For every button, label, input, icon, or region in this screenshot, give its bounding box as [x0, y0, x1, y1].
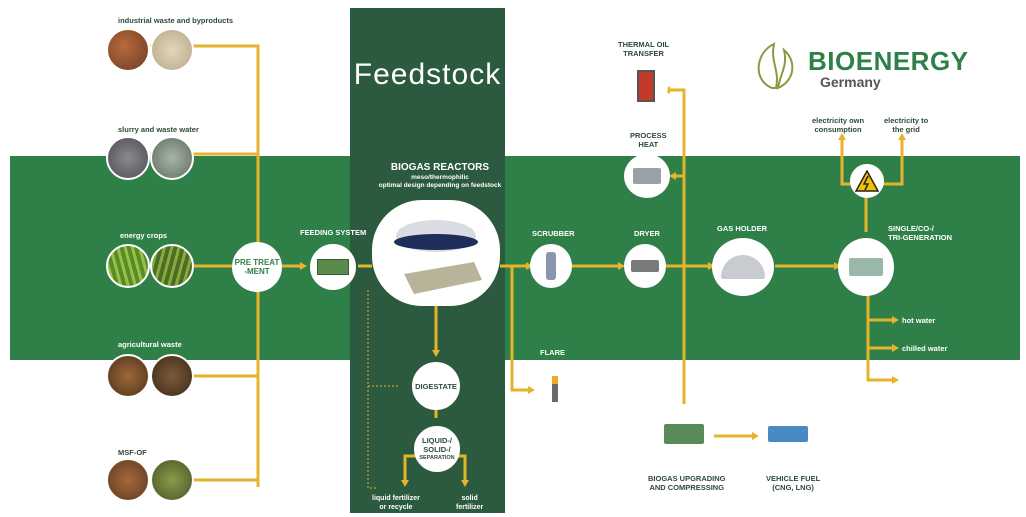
upgrading-node	[654, 404, 714, 464]
byproducts-image	[150, 28, 194, 72]
feeding-system-node	[310, 244, 356, 290]
chp-icon	[849, 258, 883, 276]
separation-node: LIQUID-/ SOLID-/ SEPARATION	[414, 426, 460, 472]
compressor-icon	[664, 424, 704, 444]
msf-image	[106, 458, 150, 502]
feedstock-label-slurry: slurry and waste water	[118, 125, 199, 134]
chilled-water-label: chilled water	[902, 344, 948, 353]
feedstock-label-industrial: industrial waste and byproducts	[118, 16, 234, 25]
reactors-subtitle-1: meso/thermophilic	[411, 174, 469, 181]
flare-icon	[552, 376, 558, 402]
solid-fertilizer-label: solid fertilizer	[456, 495, 484, 511]
fuel-station-icon	[768, 426, 808, 442]
electricity-node	[850, 164, 884, 198]
electricity-own-label: electricity own consumption	[812, 116, 865, 134]
pretreatment-label: PRE TREAT -MENT	[234, 258, 280, 276]
feedstock-label-msf: MSF-OF	[118, 448, 147, 457]
upgrading-label: BIOGAS UPGRADING AND COMPRESSING	[648, 474, 726, 492]
reactors-title: BIOGAS REACTORS	[390, 162, 490, 173]
gas-holder-node	[712, 238, 774, 296]
hot-water-label: hot water	[902, 316, 936, 325]
slurry-image	[106, 136, 150, 180]
feedstock-label-agricultural: agricultural waste	[118, 340, 182, 349]
process-heat-node	[624, 154, 670, 198]
brand-country: Germany	[820, 74, 881, 90]
heat-exchanger-icon	[633, 168, 661, 184]
page-title: Feedstock	[353, 58, 502, 91]
vehicle-fuel-label: VEHICLE FUEL (CNG, LNG)	[766, 474, 821, 492]
scrubber-icon	[546, 252, 556, 280]
liquid-fertilizer-label: liquid fertilizer or recycle	[372, 495, 420, 511]
feeding-system-label: FEEDING SYSTEM	[300, 228, 367, 237]
reactor-icon	[394, 220, 482, 294]
generation-node	[838, 238, 894, 296]
manure-image	[150, 354, 194, 398]
industrial-waste-image	[106, 28, 150, 72]
process-heat-label: PROCESS HEAT	[630, 131, 667, 149]
electricity-grid-label: electricity to the grid	[884, 116, 929, 134]
dryer-label: DRYER	[634, 229, 660, 238]
separation-label-3: SEPARATION	[419, 454, 455, 461]
energy-crops-image	[106, 244, 150, 288]
separation-label-2: SOLID-/	[423, 444, 451, 454]
digestate-node: DIGESTATE	[412, 362, 460, 410]
feedstock-label-energy-crops: energy crops	[120, 231, 168, 240]
maize-image	[150, 244, 194, 288]
brand-name: BIOENERGY	[808, 46, 969, 76]
agricultural-waste-image	[106, 354, 150, 398]
reactors-node	[372, 200, 500, 306]
thermal-oil-node	[624, 64, 668, 108]
dryer-node	[624, 244, 666, 288]
gas-holder-label: GAS HOLDER	[717, 224, 768, 233]
organic-waste-image	[150, 458, 194, 502]
scrubber-label: SCRUBBER	[532, 229, 575, 238]
scrubber-node	[530, 244, 572, 288]
separation-label-1: LIQUID-/	[422, 435, 452, 445]
reactors-subtitle-2: optimal design depending on feedstock	[378, 182, 502, 189]
waste-water-image	[150, 136, 194, 180]
flare-node	[534, 368, 576, 410]
vehicle-fuel-node	[758, 404, 818, 464]
dome-icon	[721, 255, 765, 279]
flare-label: FLARE	[540, 348, 565, 357]
high-voltage-icon	[855, 170, 879, 192]
pretreatment-node: PRE TREAT -MENT	[232, 242, 282, 292]
thermal-oil-label: THERMAL OIL TRANSFER	[618, 40, 670, 58]
leaf-logo-icon	[757, 42, 794, 90]
feeder-icon	[317, 259, 349, 275]
dryer-icon	[631, 260, 659, 272]
heater-icon	[637, 70, 655, 102]
generation-label: SINGLE/CO-/ TRI-GENERATION	[888, 224, 953, 242]
digestate-label: DIGESTATE	[415, 381, 457, 391]
